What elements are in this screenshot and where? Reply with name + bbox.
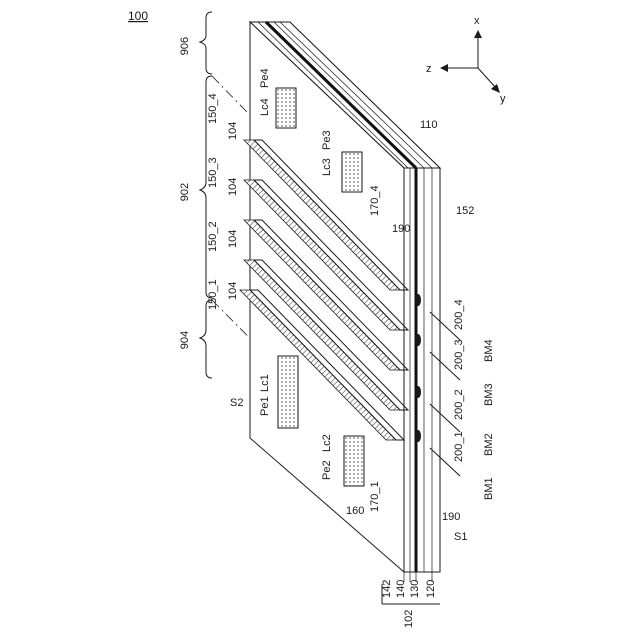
gate-150-3-label: 150_3 [207, 157, 219, 188]
via-170-1-label: 170_1 [369, 481, 381, 512]
layer-140-label: 140 [395, 580, 407, 598]
axis-x-label: x [474, 15, 480, 27]
pad-pe4-label: Pe4 [259, 68, 271, 88]
device-200-3-label: 200_3 [453, 339, 465, 370]
device-200-2-label: 200_2 [453, 389, 465, 420]
contact-lc4-label: Lc4 [259, 98, 271, 116]
via-170-4-label: 170_4 [369, 185, 381, 216]
pad-pe2 [344, 436, 364, 486]
contact-lc2-label: Lc2 [321, 434, 333, 452]
label-152: 152 [456, 205, 474, 217]
bm2-label: BM2 [483, 433, 495, 456]
layer-stack-102-label: 102 [403, 610, 415, 628]
spacer-104-label-c: 104 [227, 230, 239, 248]
device-200-1-label: 200_1 [453, 431, 465, 462]
region-braces: 906 902 904 [179, 12, 212, 378]
label-160: 160 [346, 505, 364, 517]
gate-150-1-label: 150_1 [207, 279, 219, 310]
surface-s1-label: S1 [454, 531, 467, 543]
contact-lc1-label: Lc1 [259, 374, 271, 392]
pad-pe2-label: Pe2 [321, 460, 333, 480]
pad-pe1-label: Pe1 [259, 396, 271, 416]
layer-142-label: 142 [381, 580, 393, 598]
bm4-label: BM4 [483, 339, 495, 362]
bm1-label: BM1 [483, 477, 495, 500]
spacer-104-label-d: 104 [227, 282, 239, 300]
layer-130-label: 130 [409, 580, 421, 598]
region-906-label: 906 [179, 37, 191, 55]
surface-s2-label: S2 [230, 397, 243, 409]
contact-lc3-label: Lc3 [321, 158, 333, 176]
gate-150-4-label: 150_4 [207, 93, 219, 124]
via-group-190-bottom: 190 [442, 511, 460, 523]
pad-pe3-label: Pe3 [321, 130, 333, 150]
spacer-104-label-b: 104 [227, 178, 239, 196]
pad-pe3 [342, 152, 362, 192]
label-110: 110 [420, 119, 438, 131]
pad-pe1 [278, 356, 298, 428]
pad-pe4 [276, 88, 296, 128]
figure-number: 100 [128, 9, 148, 23]
layer-120-label: 120 [425, 580, 437, 598]
bm3-label: BM3 [483, 383, 495, 406]
device-200-4-label: 200_4 [453, 299, 465, 330]
axis-z-label: z [426, 63, 432, 75]
axis-triad: x z y [426, 15, 506, 105]
via-group-190-top: 190 [392, 223, 410, 235]
spacer-104-label-a: 104 [227, 122, 239, 140]
region-902-label: 902 [179, 183, 191, 201]
axis-y-label: y [500, 93, 506, 105]
gate-150-2-label: 150_2 [207, 221, 219, 252]
region-904-label: 904 [179, 331, 191, 349]
